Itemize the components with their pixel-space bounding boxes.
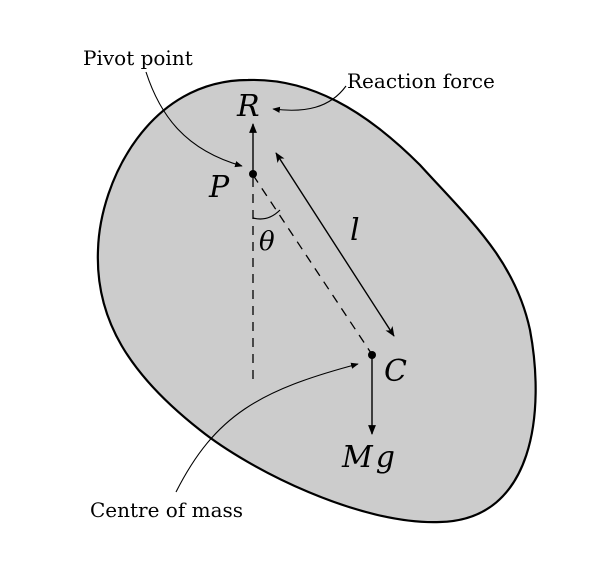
pivot-leader-curve <box>145 71 243 168</box>
pivot-point-dot <box>249 170 257 178</box>
symbol-theta: θ <box>259 227 275 257</box>
symbol-Mg: Mg <box>341 440 398 475</box>
symbol-R: R <box>236 89 260 124</box>
pivot-point-annotation: Pivot point <box>83 46 193 70</box>
reaction-leader-curve <box>272 85 347 113</box>
centre-leader-curve <box>175 362 359 493</box>
symbol-C: C <box>384 354 407 389</box>
centre-of-mass-dot <box>368 351 376 359</box>
reaction-force-annotation: Reaction force <box>347 69 495 93</box>
rigid-body-shape <box>96 78 537 524</box>
symbol-l: l <box>350 213 360 248</box>
symbol-P: P <box>208 170 230 205</box>
centre-of-mass-annotation: Centre of mass <box>90 498 243 522</box>
length-dimension-arrow <box>275 152 395 337</box>
